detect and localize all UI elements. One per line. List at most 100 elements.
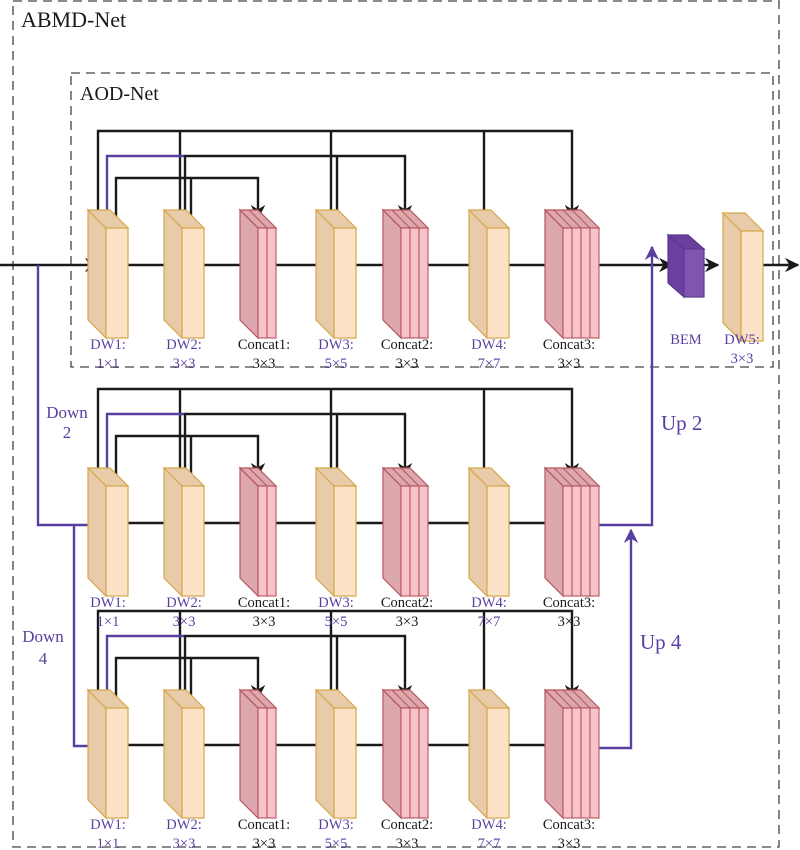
up2-path — [599, 245, 660, 527]
concat-layer-edge — [400, 209, 420, 229]
dw-front-face — [333, 707, 357, 819]
dw-side-face — [163, 466, 183, 598]
concat-layer-edge — [571, 689, 591, 709]
concat-layer — [409, 707, 420, 819]
full-block-5-concat — [381, 208, 430, 340]
down2-label-kernel-7: 3×3 — [558, 614, 581, 630]
concat-side-face — [382, 466, 402, 598]
down4-label-kernel-2: 3×3 — [173, 836, 196, 850]
down2-label-name-7: Concat3: — [543, 595, 595, 611]
dw5-label-name: DW5: — [724, 332, 759, 348]
concat-layer-edge — [562, 467, 582, 487]
down4-block-1-dw — [86, 688, 130, 820]
down2-block-3-concat — [238, 466, 278, 598]
concat-layer — [257, 707, 268, 819]
dw-front-face — [105, 485, 129, 597]
full-skip-bus-outer — [96, 129, 580, 223]
dw-side-face — [163, 208, 183, 340]
dw-front-face — [105, 227, 129, 339]
concat-side-face — [239, 466, 259, 598]
down2-label-kernel-3: 3×3 — [253, 614, 276, 630]
concat-layer — [589, 485, 600, 597]
down4-label-kernel-1: 1×1 — [97, 836, 120, 850]
concat-layer-edge — [382, 689, 402, 709]
dw-side-face — [315, 688, 335, 820]
down2-block-4-dw — [314, 466, 358, 598]
down2-label-kernel-6: 7×7 — [478, 614, 501, 630]
full-skip-bus-inner — [114, 176, 266, 232]
dw-side-face — [163, 688, 183, 820]
concat-side-face — [382, 688, 402, 820]
down4-label-name-4: DW3: — [318, 817, 353, 833]
down4-block-3-concat — [238, 688, 278, 820]
concat-layer — [257, 485, 268, 597]
concat-layer-edge — [248, 209, 268, 229]
dw-front-face — [333, 227, 357, 339]
dw-front-face — [181, 227, 205, 339]
dw-front-face — [333, 485, 357, 597]
concat-layer-edge — [562, 689, 582, 709]
up4-label: Up 4 — [640, 630, 682, 654]
dw-front-face — [181, 707, 205, 819]
down4-block-4-dw — [314, 688, 358, 820]
dw-front-face — [486, 485, 510, 597]
concat-layer-edge — [239, 209, 259, 229]
concat-layer — [409, 227, 420, 339]
concat-layer-edge — [382, 467, 402, 487]
down2-path — [36, 265, 105, 533]
concat-layer — [266, 227, 277, 339]
full-label-kernel-6: 7×7 — [478, 356, 501, 372]
concat-layer-edge — [544, 689, 564, 709]
down4-block-7-concat — [543, 688, 601, 820]
down4-block-5-concat — [381, 688, 430, 820]
concat-layer-edge — [544, 467, 564, 487]
blocks-layer — [86, 208, 765, 820]
concat-layer — [589, 227, 600, 339]
down4-label-kernel-3: 3×3 — [253, 836, 276, 850]
dw-side-face — [722, 211, 742, 343]
down2-skip-bus-middle — [184, 412, 413, 478]
down2-skip-bus-outer — [96, 387, 580, 481]
full-label-kernel-3: 3×3 — [253, 356, 276, 372]
down2-label-kernel-4: 5×5 — [325, 614, 348, 630]
dw-side-face — [87, 466, 107, 598]
concat-layer-edge — [391, 689, 411, 709]
concat-layer-edge — [391, 467, 411, 487]
concat-layer-edge — [248, 467, 268, 487]
full-label-name-6: DW4: — [471, 337, 506, 353]
full-block-3-concat — [238, 208, 278, 340]
dw-front-face — [105, 707, 129, 819]
concat-layer — [257, 227, 268, 339]
dw-side-face — [315, 208, 335, 340]
concat-layer — [400, 707, 411, 819]
concat-layer-edge — [571, 209, 591, 229]
concat-side-face — [239, 688, 259, 820]
abmd-net-frame — [12, 0, 780, 848]
concat-layer — [571, 227, 582, 339]
down4-label-name-7: Concat3: — [543, 817, 595, 833]
full-block-4-dw — [314, 208, 358, 340]
concat-layer — [571, 707, 582, 819]
down2-label-kernel-2: 3×3 — [173, 614, 196, 630]
full-label-kernel-1: 1×1 — [97, 356, 120, 372]
concat-layer — [571, 485, 582, 597]
abmd-net-title: ABMD-Net — [21, 7, 126, 32]
dw-side-face — [468, 688, 488, 820]
concat-side-face — [544, 208, 564, 340]
down4-block-6-dw — [467, 688, 511, 820]
down4-label-name-2: DW2: — [166, 817, 201, 833]
down2-label-name-3: Concat1: — [238, 595, 290, 611]
concat-layer-edge — [382, 209, 402, 229]
bem-block — [666, 233, 706, 299]
full-label-name-1: DW1: — [90, 337, 125, 353]
concat-layer-edge — [562, 209, 582, 229]
down2-label-name-4: DW3: — [318, 595, 353, 611]
full-label-name-3: Concat1: — [238, 337, 290, 353]
concat-side-face — [382, 208, 402, 340]
concat-layer-edge — [571, 467, 591, 487]
dw-side-face — [87, 688, 107, 820]
down2-label-kernel-1: 1×1 — [97, 614, 120, 630]
concat-side-face — [239, 208, 259, 340]
concat-side-face — [544, 688, 564, 820]
